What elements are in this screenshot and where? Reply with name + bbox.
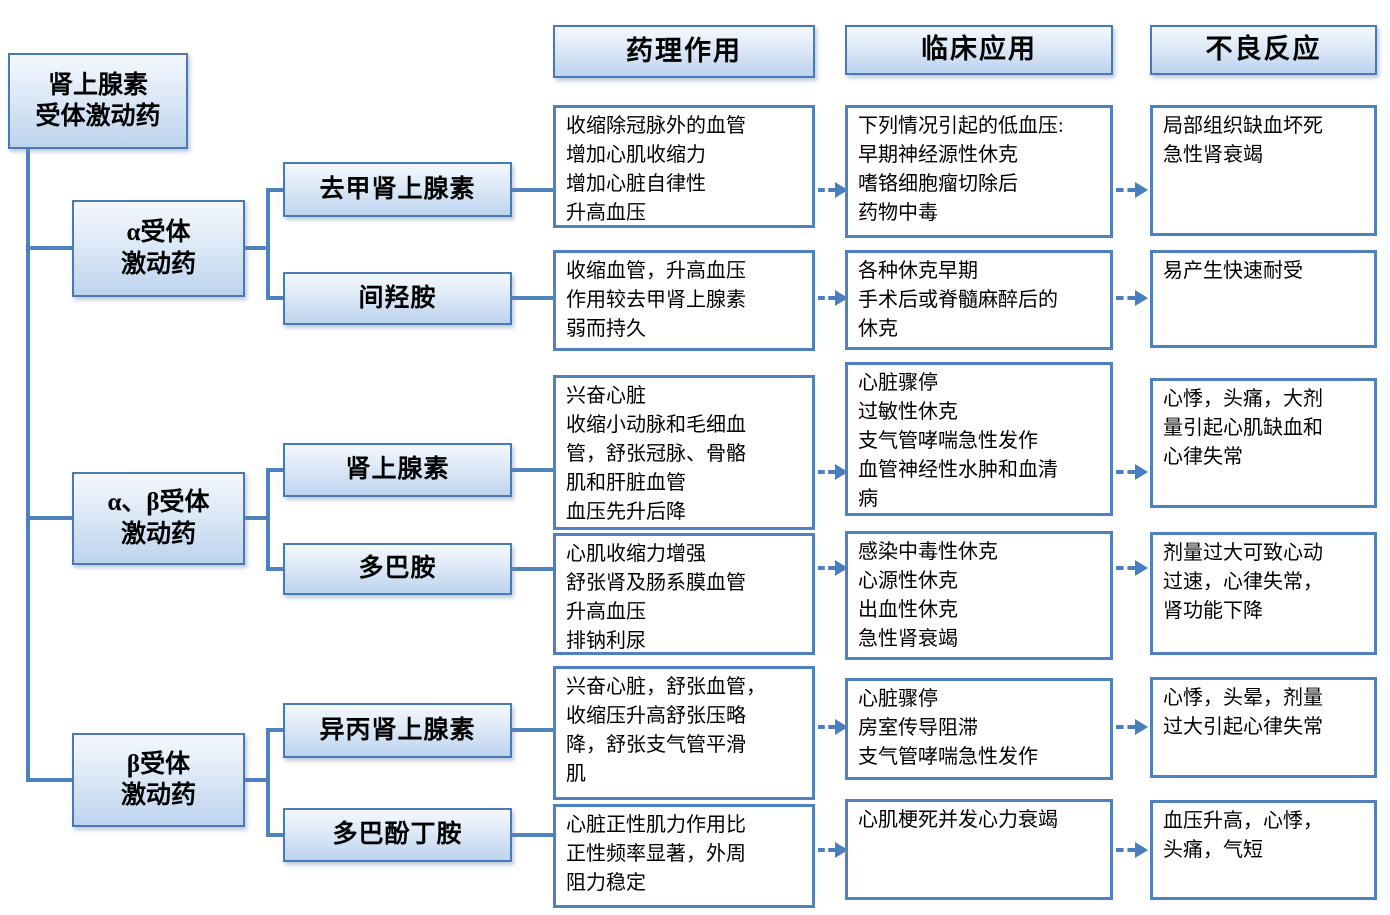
pharmacology-box: 心脏正性肌力作用比 正性频率显著，外周 阻力稳定 xyxy=(553,804,815,908)
adverse-box: 剂量过大可致心动 过速，心律失常， 肾功能下降 xyxy=(1150,532,1377,655)
pharmacology-box: 兴奋心脏 收缩小动脉和毛细血 管，舒张冠脉、骨骼 肌和肝脏血管 血压先升后降 xyxy=(553,375,815,530)
pharmacology-box: 收缩除冠脉外的血管 增加心肌收缩力 增加心脏自律性 升高血压 xyxy=(553,105,815,228)
column-header-adverse: 不良反应 xyxy=(1150,25,1377,75)
connector-drug6-stub xyxy=(266,833,285,837)
connector-drug5-stub xyxy=(266,728,285,732)
connector-branch-alphabeta xyxy=(26,516,72,520)
dashed-arrow xyxy=(1116,725,1135,729)
dashed-arrow xyxy=(818,470,835,474)
arrow-right-icon xyxy=(1135,842,1148,858)
drug-node-metaraminol: 间羟胺 xyxy=(283,272,512,325)
category-node-beta: β受体 激动药 xyxy=(72,733,245,827)
drug-node-norepinephrine: 去甲肾上腺素 xyxy=(283,162,512,217)
category-node-alpha-beta: α、β受体 激动药 xyxy=(72,472,245,565)
clinical-box: 心肌梗死并发心力衰竭 xyxy=(845,799,1113,900)
connector-drug2-pharm xyxy=(510,296,553,300)
adverse-box: 血压升高，心悸， 头痛，气短 xyxy=(1150,800,1377,900)
arrow-right-icon xyxy=(1135,182,1148,198)
category-node-alpha: α受体 激动药 xyxy=(72,200,245,297)
pharmacology-box: 兴奋心脏，舒张血管， 收缩压升高舒张压略 降，舒张支气管平滑 肌 xyxy=(553,666,815,800)
clinical-box: 各种休克早期 手术后或脊髓麻醉后的 休克 xyxy=(845,250,1113,350)
adverse-box: 心悸，头痛，大剂 量引起心肌缺血和 心律失常 xyxy=(1150,378,1377,508)
arrow-right-icon xyxy=(835,842,848,858)
arrow-right-icon xyxy=(835,719,848,735)
connector-trunk xyxy=(26,147,30,782)
connector-cat3-stub xyxy=(243,778,270,782)
connector-drug3-stub xyxy=(266,468,285,472)
connector-drug6-pharm xyxy=(510,833,553,837)
connector-drug1-pharm xyxy=(510,188,553,192)
connector-cat2-stub xyxy=(243,516,270,520)
clinical-box: 下列情况引起的低血压: 早期神经源性休克 嗜铬细胞瘤切除后 药物中毒 xyxy=(845,105,1113,238)
clinical-box: 感染中毒性休克 心源性休克 出血性休克 急性肾衰竭 xyxy=(845,531,1113,660)
connector-drug5-pharm xyxy=(510,728,553,732)
arrow-right-icon xyxy=(1135,290,1148,306)
connector-drug3-pharm xyxy=(510,468,553,472)
connector-drug4-stub xyxy=(266,567,285,571)
dashed-arrow xyxy=(818,848,835,852)
drug-node-dopamine: 多巴胺 xyxy=(283,543,512,595)
connector-bracket-1 xyxy=(266,188,270,300)
dashed-arrow xyxy=(1116,188,1135,192)
dashed-arrow xyxy=(818,188,835,192)
drug-node-isoprenaline: 异丙肾上腺素 xyxy=(283,703,512,758)
arrow-right-icon xyxy=(1135,719,1148,735)
column-header-clinical: 临床应用 xyxy=(845,25,1113,75)
column-header-pharmacology: 药理作用 xyxy=(553,25,815,78)
arrow-right-icon xyxy=(1135,560,1148,576)
connector-bracket-3 xyxy=(266,728,270,837)
adverse-box: 局部组织缺血坏死 急性肾衰竭 xyxy=(1150,105,1377,236)
dashed-arrow xyxy=(818,725,835,729)
arrow-right-icon xyxy=(835,464,848,480)
clinical-box: 心脏骤停 房室传导阻滞 支气管哮喘急性发作 xyxy=(845,678,1113,780)
dashed-arrow xyxy=(1116,470,1135,474)
connector-drug1-stub xyxy=(266,188,285,192)
connector-branch-alpha xyxy=(26,246,72,250)
arrow-right-icon xyxy=(835,290,848,306)
dashed-arrow xyxy=(1116,566,1135,570)
pharmacology-box: 收缩血管，升高血压 作用较去甲肾上腺素 弱而持久 xyxy=(553,250,815,351)
arrow-right-icon xyxy=(835,560,848,576)
dashed-arrow xyxy=(818,296,835,300)
dashed-arrow xyxy=(1116,848,1135,852)
drug-node-dobutamine: 多巴酚丁胺 xyxy=(283,808,512,862)
connector-drug2-stub xyxy=(266,296,285,300)
dashed-arrow xyxy=(818,566,835,570)
clinical-box: 心脏骤停 过敏性休克 支气管哮喘急性发作 血管神经性水肿和血清 病 xyxy=(845,362,1113,516)
connector-branch-beta xyxy=(26,778,72,782)
connector-cat1-stub xyxy=(243,246,270,250)
root-node: 肾上腺素 受体激动药 xyxy=(8,53,188,149)
arrow-right-icon xyxy=(835,182,848,198)
adverse-box: 心悸，头晕，剂量 过大引起心律失常 xyxy=(1150,677,1377,778)
connector-drug4-pharm xyxy=(510,567,553,571)
connector-bracket-2 xyxy=(266,468,270,571)
pharmacology-box: 心肌收缩力增强 舒张肾及肠系膜血管 升高血压 排钠利尿 xyxy=(553,533,815,655)
arrow-right-icon xyxy=(1135,464,1148,480)
drug-node-epinephrine: 肾上腺素 xyxy=(283,443,512,497)
dashed-arrow xyxy=(1116,296,1135,300)
adverse-box: 易产生快速耐受 xyxy=(1150,250,1377,348)
